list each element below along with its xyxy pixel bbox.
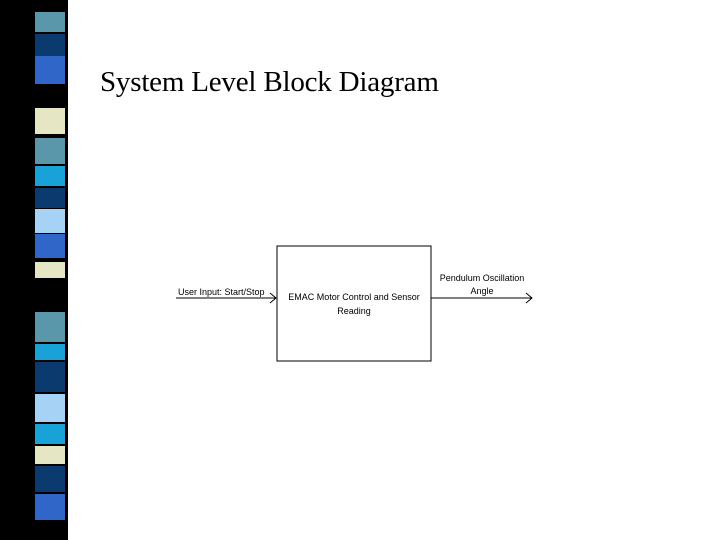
input-arrowhead	[269, 292, 277, 304]
stripe-block	[35, 138, 65, 164]
output-label-line2: Angle	[470, 286, 493, 296]
stripe-block	[35, 446, 65, 464]
stripe-block	[35, 262, 65, 278]
stripe-block	[35, 466, 65, 492]
stripe-block	[35, 166, 65, 186]
decorative-stripe	[0, 0, 68, 540]
input-label: User Input: Start/Stop	[178, 287, 265, 297]
stripe-block	[35, 494, 65, 520]
stripe-block	[35, 34, 65, 56]
stripe-block	[35, 394, 65, 422]
stripe-block	[35, 209, 65, 233]
stripe-block	[35, 188, 65, 208]
stripe-block	[35, 108, 65, 134]
stripe-block	[35, 12, 65, 32]
slide-title: System Level Block Diagram	[100, 66, 439, 98]
stripe-block	[35, 234, 65, 258]
system-block	[276, 245, 432, 362]
stripe-block	[35, 56, 65, 84]
stripe-block	[35, 424, 65, 444]
stripe-block	[35, 312, 65, 342]
stripe-block	[35, 344, 65, 360]
output-label: Pendulum Oscillation	[440, 273, 525, 283]
output-arrowhead	[525, 292, 533, 304]
block-label: EMAC Motor Control and Sensor	[288, 292, 420, 302]
block-label-line2: Reading	[337, 306, 371, 316]
stripe-block	[35, 362, 65, 392]
